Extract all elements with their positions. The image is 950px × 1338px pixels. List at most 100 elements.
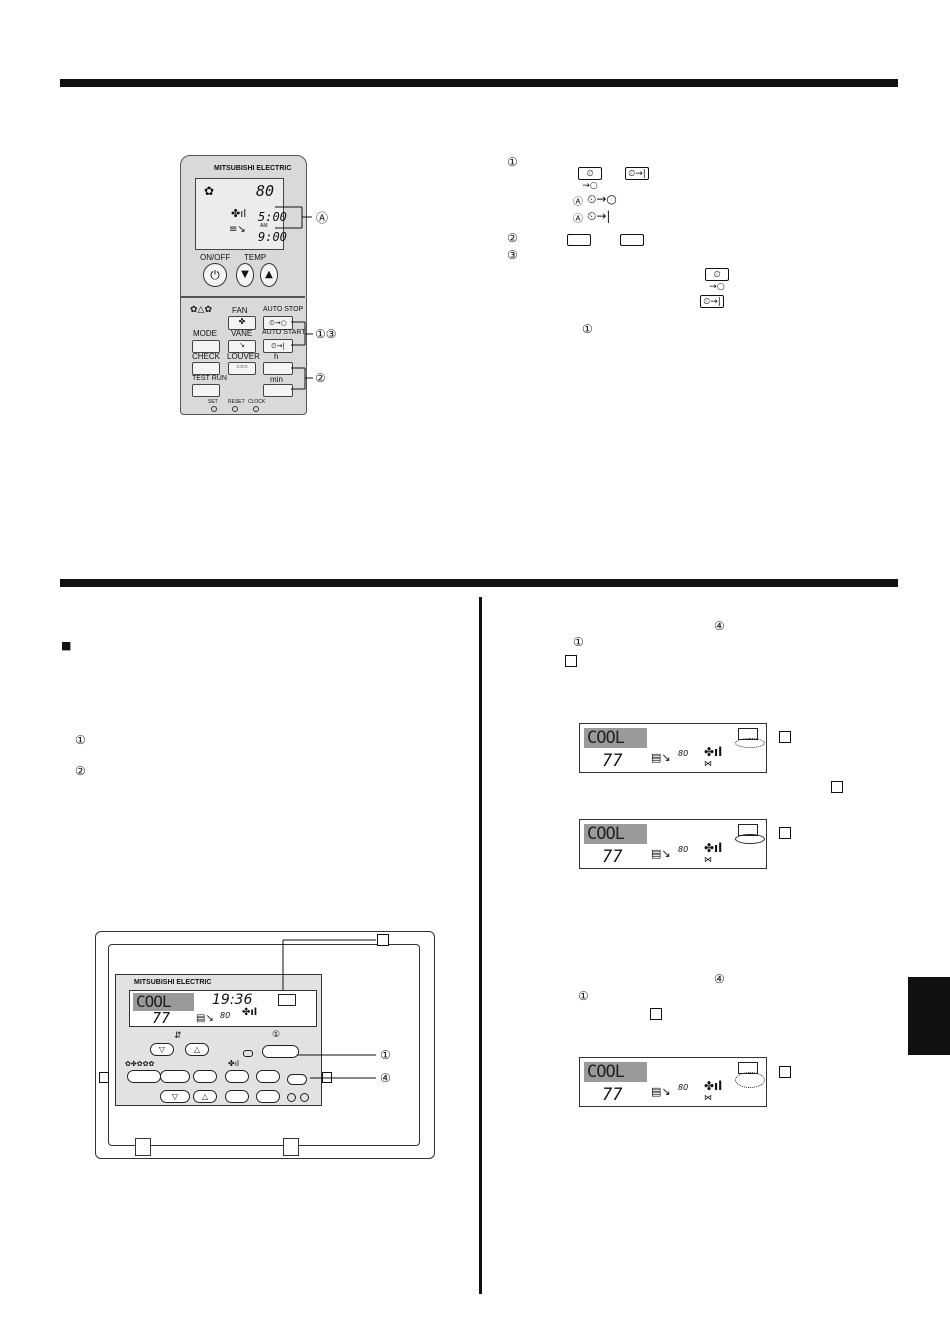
right-box-ref-a: [565, 655, 577, 667]
lcd2-vane-icon: ▤↘: [651, 847, 671, 860]
wired-lcd-vane-icon: ▤↘: [196, 1013, 214, 1024]
clock-pin[interactable]: [253, 406, 259, 412]
set-label: SET: [208, 399, 218, 405]
display-time-2: 9:00: [258, 230, 287, 244]
min-label: min: [270, 375, 283, 384]
wired-temp-up-button[interactable]: △: [185, 1043, 209, 1056]
page-edge-tab: [908, 977, 950, 1055]
step-1-ref: ①: [582, 322, 593, 336]
lcd2-indicator-ellipse: [735, 834, 765, 844]
timer-on-glyph: ⏲→|: [587, 209, 611, 223]
temp-label: TEMP: [244, 253, 267, 262]
section-rule-middle: [60, 579, 898, 587]
wired-lcd-indicator: [278, 994, 296, 1006]
wired-onoff-button[interactable]: [262, 1045, 299, 1058]
mode-button[interactable]: [192, 340, 220, 353]
minute-button[interactable]: [263, 384, 293, 397]
auto-stop-key-glyph: ⏲→○: [578, 167, 602, 191]
right-step-1-a: ①: [573, 635, 584, 649]
display-fan-icon: ✤ıl: [231, 207, 247, 220]
section-rule-top: [60, 79, 898, 87]
onoff-label: ON/OFF: [200, 253, 231, 262]
lcd2-vent-icon: ⋈: [704, 855, 712, 864]
operation-lamp: [243, 1050, 253, 1057]
lcd1-fan-value: 80: [678, 749, 689, 758]
wired-fan-button[interactable]: [225, 1070, 249, 1083]
right-step-1-b: ①: [578, 989, 589, 1003]
lcd3-mode: COOL: [584, 1062, 647, 1082]
remote-leaders: [275, 206, 313, 390]
wired-filter-button[interactable]: [287, 1074, 307, 1085]
temp-up-button[interactable]: ▲: [260, 263, 278, 287]
wired-lcd: COOL 19:36 77 ▤↘ 80 ✤ıl: [129, 990, 317, 1027]
lcd3-callout-box: [779, 1066, 791, 1078]
step-2-marker: ②: [507, 231, 518, 245]
callout-2-remote: ②: [315, 371, 326, 385]
minute-key-glyph: [620, 234, 644, 246]
display-time-1: 5:00: [258, 210, 287, 224]
callout-a-remote: Ⓐ: [316, 211, 329, 225]
lcd1-fan-icon: ✤ıl: [704, 745, 723, 759]
lcd2-fan-value: 80: [678, 845, 689, 854]
auto-stop-button[interactable]: ⏲→○: [263, 316, 293, 330]
lcd1-temp: 77: [602, 751, 623, 771]
auto-start-key-glyph: ⏲→|: [625, 167, 649, 180]
lcd2-fan-icon: ✤ıl: [704, 841, 723, 855]
wired-fan-icon: ✤ıl: [228, 1059, 240, 1068]
lcd1-vent-icon: ⋈: [704, 759, 712, 768]
display-a-marker-2: Ⓐ: [573, 214, 583, 225]
lcd3-temp: 77: [602, 1085, 623, 1105]
test-run-button[interactable]: [192, 384, 220, 397]
wired-time-up-button[interactable]: △: [193, 1090, 217, 1103]
display-a-marker-1: Ⓐ: [573, 197, 583, 208]
wired-test-pin-1[interactable]: [287, 1093, 296, 1102]
wired-brand: MITSUBISHI ELECTRIC: [134, 979, 212, 986]
mode-icons: ✿△✿: [190, 305, 213, 315]
temp-down-button[interactable]: ▼: [236, 263, 254, 287]
louver-label: LOUVER: [227, 352, 260, 361]
wired-leaders: [282, 939, 376, 1079]
auto-start-button[interactable]: ⏲→|: [263, 339, 293, 353]
fan-button[interactable]: ✤: [228, 316, 256, 330]
column-divider: [479, 597, 482, 1294]
lcd1-vane-icon: ▤↘: [651, 751, 671, 764]
louver-button[interactable]: ▭▭: [228, 362, 256, 375]
lcd3-indicator-ellipse: [735, 1072, 765, 1088]
wired-lcd-mode: COOL: [133, 993, 194, 1011]
reset-label: RESET: [228, 399, 245, 405]
mode-label: MODE: [193, 329, 217, 338]
right-step-4-b: ④: [714, 972, 725, 986]
onoff-symbol: ①: [272, 1030, 281, 1040]
wired-lcd-fan-value: 80: [220, 1011, 231, 1020]
wired-timer-set-button[interactable]: [193, 1070, 217, 1083]
wired-time-down-button[interactable]: ▽: [160, 1090, 190, 1103]
step-1-marker: ①: [507, 155, 518, 169]
wired-mode-icons: ✿✤✿✿✿: [125, 1060, 155, 1068]
wired-timer-button[interactable]: [160, 1070, 190, 1083]
callout-1-3-remote: ①③: [315, 327, 337, 341]
wired-ventilation-button[interactable]: [225, 1090, 249, 1103]
cover-hinge-left: [135, 1138, 151, 1156]
test-run-label: TEST RUN: [192, 375, 227, 382]
lcd1-mode: COOL: [584, 728, 647, 748]
cover-hinge-right: [283, 1138, 299, 1156]
wired-louver-button[interactable]: [256, 1090, 280, 1103]
wired-vane-button[interactable]: [256, 1070, 280, 1083]
onoff-button[interactable]: ⏻: [203, 263, 227, 287]
wired-test-pin-2[interactable]: [300, 1093, 309, 1102]
wired-temp-down-button[interactable]: ▽: [150, 1043, 174, 1056]
set-pin[interactable]: [211, 406, 217, 412]
remote-display: ✿ 80 ✤ıl ≡↘ 5:00 AM 9:00: [195, 178, 287, 250]
lcd-display-3: COOL 77 ▤↘ 80 ✤ıl ⋈: [579, 1057, 767, 1107]
display-vane-icon: ≡↘: [229, 224, 246, 235]
vane-button[interactable]: ↘: [228, 340, 256, 353]
clock-label: CLOCK: [248, 399, 266, 405]
louver-arrow-icon: ⇵: [174, 1031, 182, 1041]
wired-callout-4: ④: [380, 1071, 391, 1085]
reset-pin[interactable]: [232, 406, 238, 412]
lcd3-vane-icon: ▤↘: [651, 1085, 671, 1098]
auto-start-label: AUTO START: [262, 329, 306, 336]
wired-side-box-left: [99, 1072, 109, 1083]
check-button[interactable]: [192, 362, 220, 375]
h-label: h: [274, 352, 279, 361]
